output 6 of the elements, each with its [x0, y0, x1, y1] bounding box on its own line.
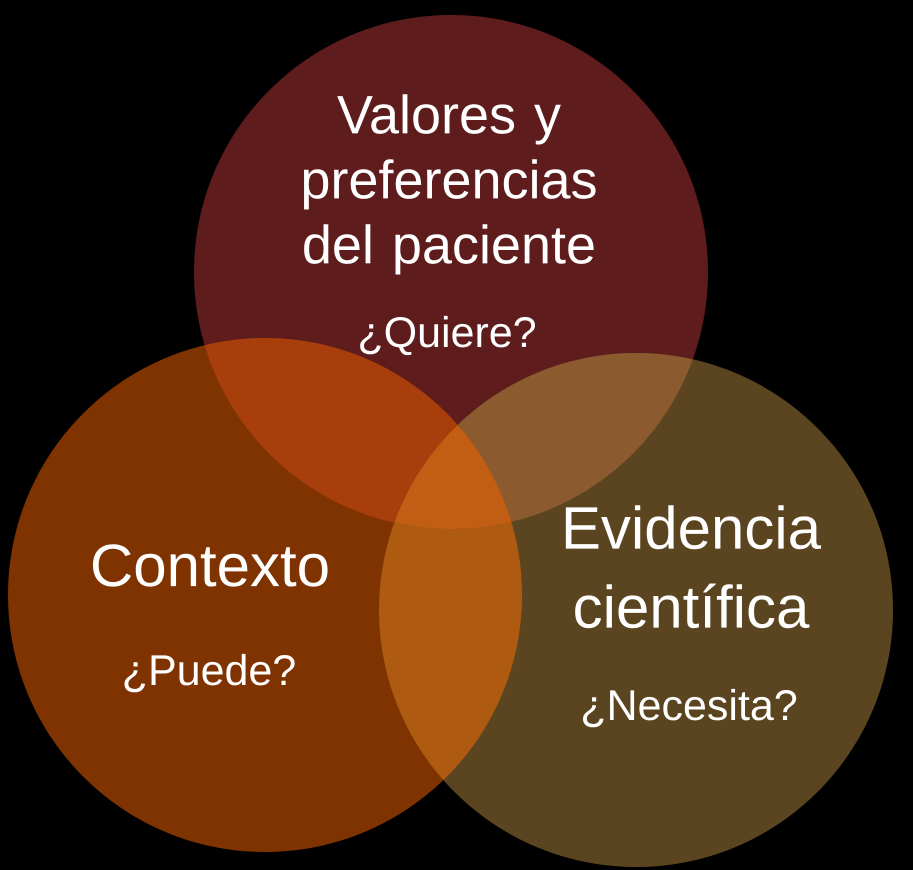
- circle-title: Evidencia científica: [566, 505, 822, 628]
- question-text: ¿Puede?: [124, 654, 295, 692]
- question-text: ¿Necesita?: [583, 688, 796, 728]
- question-text: ¿Quiere?: [360, 316, 536, 356]
- circle-title: Valores y preferencias del paciente: [304, 94, 596, 275]
- circle-title: Contexto: [92, 544, 328, 587]
